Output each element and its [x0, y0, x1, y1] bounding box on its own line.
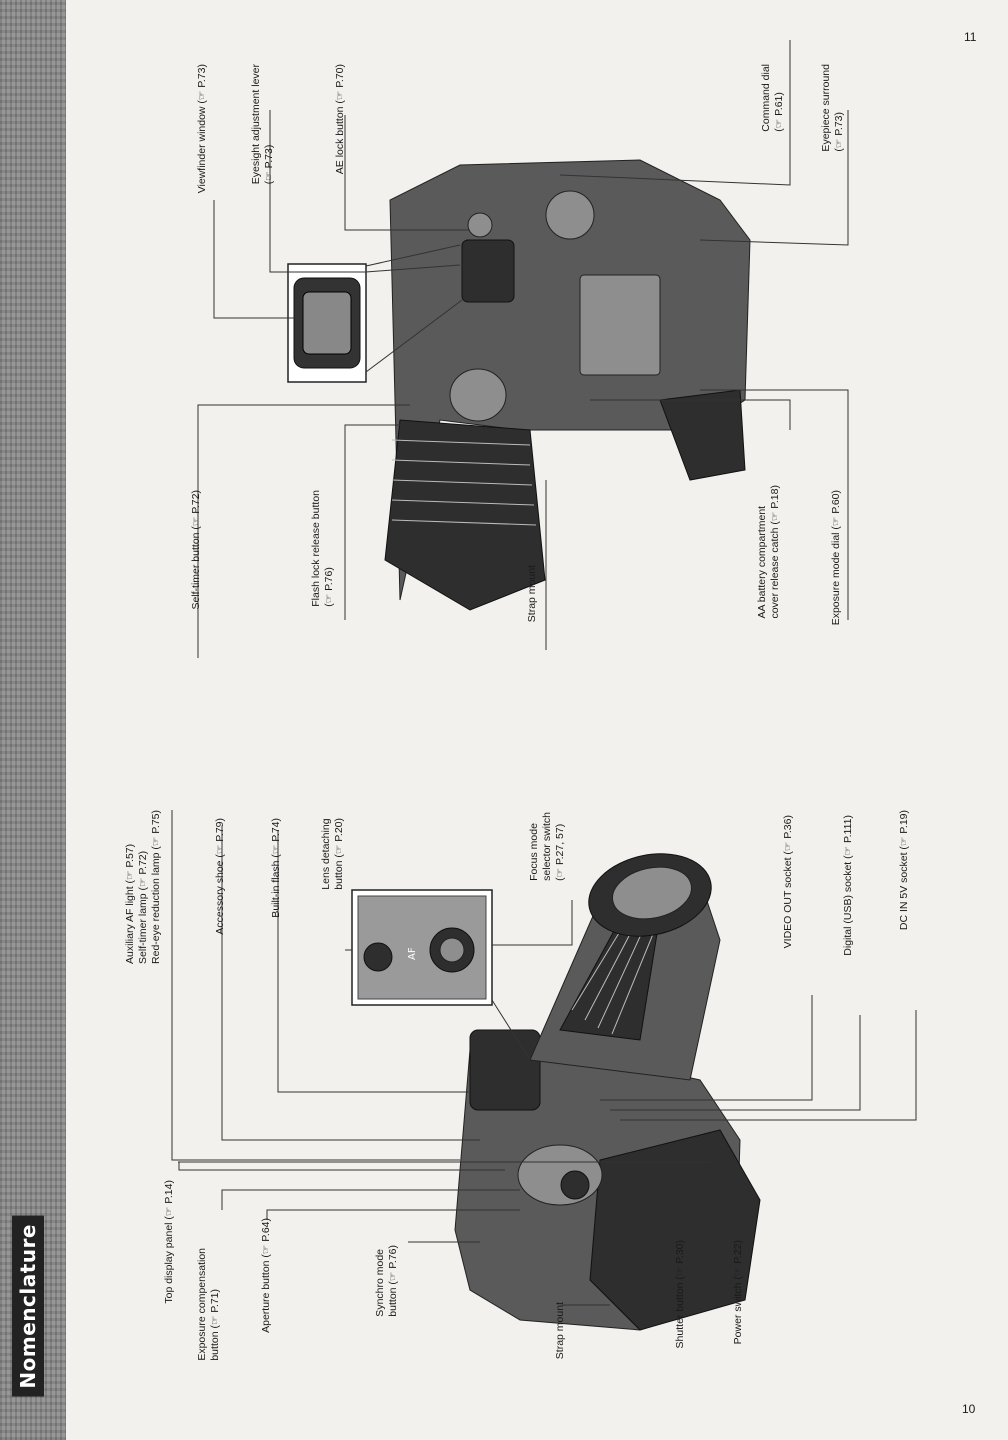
flash-housing: [469, 1029, 541, 1111]
label-strap-mount-right: Strap mount: [526, 565, 538, 623]
rear-command-dial: [545, 190, 595, 240]
label-power-switch: Power switch (☞ P.22): [732, 1240, 744, 1345]
label-top-display-panel: Top display panel (☞ P.14): [163, 1180, 175, 1304]
inset-af-text: AF: [407, 947, 418, 960]
label-synchro-mode-button: Synchro mode button (☞ P.76): [374, 1245, 399, 1317]
rear-lens-ribs: [391, 439, 537, 526]
label-dc-in-socket: DC IN 5V socket (☞ P.19): [898, 810, 910, 931]
label-command-dial: Command dial (☞ P.61): [760, 64, 785, 132]
label-ae-lock-button: AE lock button (☞ P.70): [334, 64, 346, 175]
rear-ae-lock: [467, 212, 493, 238]
leader-lines-right: [197, 40, 849, 658]
label-focus-mode-selector: Focus mode selector switch (☞ P.27, 57): [528, 812, 566, 881]
rear-mode-dial: [449, 368, 507, 422]
label-accessory-shoe: Accessory shoe (☞ P.79): [214, 818, 226, 935]
rear-lens-barrel: [384, 419, 546, 611]
label-eyesight-adjustment-lever: Eyesight adjustment lever (☞ P.73): [250, 64, 275, 185]
label-eyepiece-surround: Eyepiece surround (☞ P.73): [820, 64, 845, 152]
camera-rear-illustration: [384, 159, 751, 611]
leader-lines-left: [171, 810, 917, 1306]
label-self-timer-button: Self-timer button (☞ P.72): [190, 490, 202, 610]
label-video-out-socket: VIDEO OUT socket (☞ P.36): [782, 815, 794, 949]
rear-lcd-monitor: [579, 274, 661, 376]
section-band: Nomenclature: [0, 0, 66, 1440]
rear-eyepiece: [461, 239, 515, 303]
focus-inset-illustration: [351, 889, 493, 1006]
label-built-in-flash: Built-in flash (☞ P.74): [270, 818, 282, 918]
page-number-right: 11: [964, 30, 977, 44]
viewfinder-inset-illustration: [287, 263, 367, 383]
camera-front-illustration: [454, 853, 761, 1331]
label-exposure-compensation-button: Exposure compensation button (☞ P.71): [196, 1248, 221, 1361]
label-strap-mount-left: Strap mount: [554, 1302, 566, 1360]
label-exposure-mode-dial: Exposure mode dial (☞ P.60): [830, 490, 842, 626]
rear-grip-base: [659, 389, 746, 481]
lens-front-glass: [612, 866, 692, 920]
label-digital-usb-socket: Digital (USB) socket (☞ P.111): [842, 815, 854, 956]
label-aperture-button: Aperture button (☞ P.64): [260, 1218, 272, 1333]
label-af-light-group: Auxiliary AF light (☞ P.57) Self-timer l…: [124, 810, 162, 964]
label-lens-detaching-button: Lens detaching button (☞ P.20): [320, 818, 345, 890]
front-grip: [589, 1129, 761, 1331]
label-shutter-button: Shutter button (☞ P.30): [674, 1240, 686, 1349]
label-viewfinder-window: Viewfinder window (☞ P.73): [196, 64, 208, 194]
shutter-dial: [560, 1170, 590, 1200]
mode-dial-top: [517, 1144, 603, 1206]
page-number-left: 10: [962, 1402, 976, 1416]
label-aa-battery-catch: AA battery compartment cover release cat…: [756, 485, 781, 619]
label-flash-lock-release-button: Flash lock release button (☞ P.76): [310, 490, 335, 607]
